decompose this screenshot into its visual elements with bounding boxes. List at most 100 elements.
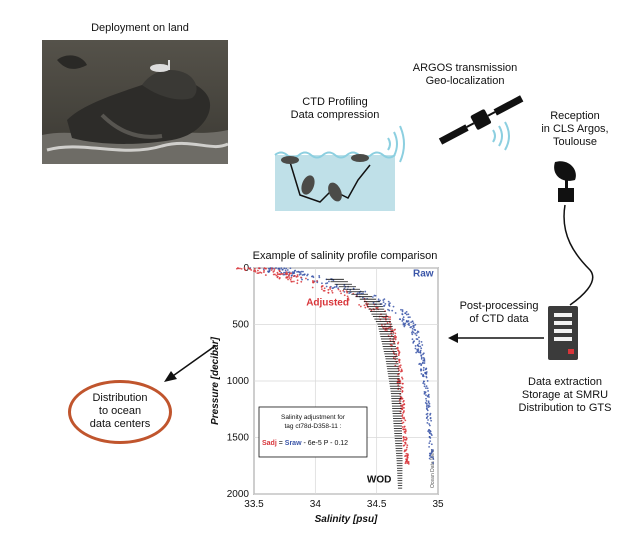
adjusted-point <box>329 286 331 289</box>
adjusted-point <box>399 366 402 369</box>
adjusted-point <box>329 288 332 290</box>
y-tick-label: 2000 <box>227 489 250 500</box>
adjusted-point <box>401 408 404 411</box>
raw-point <box>417 349 420 352</box>
adjusted-point <box>296 275 299 278</box>
inset-equation-part: = <box>277 440 285 447</box>
raw-point <box>373 294 376 297</box>
argos-label-line1: ARGOS transmission <box>412 62 518 74</box>
adjusted-point <box>401 426 404 428</box>
adjusted-point <box>396 381 399 384</box>
raw-point <box>301 278 303 281</box>
arrow-to-chart <box>448 333 544 343</box>
adjusted-point <box>406 460 409 463</box>
raw-point <box>428 423 431 425</box>
adjusted-point <box>244 269 247 272</box>
x-tick-label: 33.5 <box>244 499 264 510</box>
raw-point <box>414 345 417 347</box>
raw-point <box>410 331 413 334</box>
inset-equation: Sadj = Sraw - 6e-5 P - 0.12 <box>262 440 348 447</box>
raw-point <box>428 442 431 445</box>
adjusted-point <box>402 436 405 439</box>
adjusted-point <box>327 291 330 294</box>
adjusted-point <box>345 290 348 293</box>
extraction-label-line1: Data extraction <box>528 376 602 388</box>
raw-point <box>411 333 414 336</box>
raw-point <box>348 292 351 295</box>
adjusted-point <box>387 327 390 329</box>
raw-point <box>428 454 431 457</box>
adjusted-point <box>322 289 325 292</box>
seal-photo <box>42 40 228 164</box>
raw-point <box>419 351 421 354</box>
inset-line2: tag ct78d-D358-11 : <box>285 423 342 430</box>
adjusted-point <box>402 444 405 447</box>
adjusted-point <box>404 442 407 445</box>
adjusted-point <box>399 396 402 399</box>
raw-point <box>343 290 346 293</box>
adjusted-point <box>400 369 403 372</box>
raw-point <box>379 299 381 302</box>
raw-point <box>382 301 385 304</box>
adjusted-point <box>258 267 261 270</box>
raw-point <box>410 321 412 324</box>
raw-point <box>332 279 335 282</box>
raw-point <box>423 383 426 386</box>
adjusted-point <box>405 448 408 451</box>
raw-point <box>402 323 405 326</box>
adjusted-point <box>337 288 340 291</box>
extraction-label-line2: Storage at SMRU <box>521 389 609 401</box>
adjusted-point <box>404 455 406 458</box>
adjusted-point <box>278 273 281 276</box>
adjusted-point <box>243 267 246 269</box>
adjusted-point <box>402 400 405 403</box>
adjusted-point <box>406 444 409 447</box>
raw-point <box>425 397 427 400</box>
raw-point <box>294 269 297 272</box>
raw-point <box>394 312 397 314</box>
raw-point <box>411 327 414 330</box>
raw-point <box>312 276 315 279</box>
adjusted-point <box>407 462 410 465</box>
raw-point <box>418 336 420 339</box>
raw-point <box>428 431 431 434</box>
raw-point <box>297 270 300 273</box>
adjusted-point <box>393 336 396 339</box>
raw-point <box>268 269 271 272</box>
raw-point <box>422 382 425 385</box>
raw-point <box>432 456 434 459</box>
adjusted-point <box>257 272 260 274</box>
raw-point <box>414 332 417 335</box>
raw-point <box>387 300 390 303</box>
adjusted-point <box>288 277 291 279</box>
adjusted-point <box>402 407 404 409</box>
adjusted-point <box>236 267 239 269</box>
adjusted-point <box>331 291 334 294</box>
adjusted-point <box>291 280 294 283</box>
raw-point <box>411 330 414 333</box>
adjusted-point <box>403 438 406 441</box>
raw-point <box>414 323 417 326</box>
raw-point <box>321 282 323 285</box>
antenna-dish-illustration <box>554 161 576 202</box>
raw-point <box>426 415 429 418</box>
raw-point <box>430 450 433 453</box>
adjusted-point <box>364 306 367 309</box>
adjusted-point <box>401 397 404 400</box>
raw-point <box>283 267 286 270</box>
raw-point <box>356 292 359 295</box>
adjusted-point <box>281 272 284 275</box>
raw-point <box>425 367 428 370</box>
adjusted-point <box>393 329 396 331</box>
seal-icon <box>301 175 315 195</box>
adjusted-point <box>296 282 299 285</box>
adjusted-point <box>401 377 404 380</box>
seal-icon <box>328 182 342 202</box>
raw-point <box>414 347 417 350</box>
adjusted-point <box>343 294 346 297</box>
raw-point <box>404 312 407 315</box>
adjusted-point <box>401 382 404 385</box>
raw-point <box>412 341 415 344</box>
raw-point <box>275 267 277 269</box>
